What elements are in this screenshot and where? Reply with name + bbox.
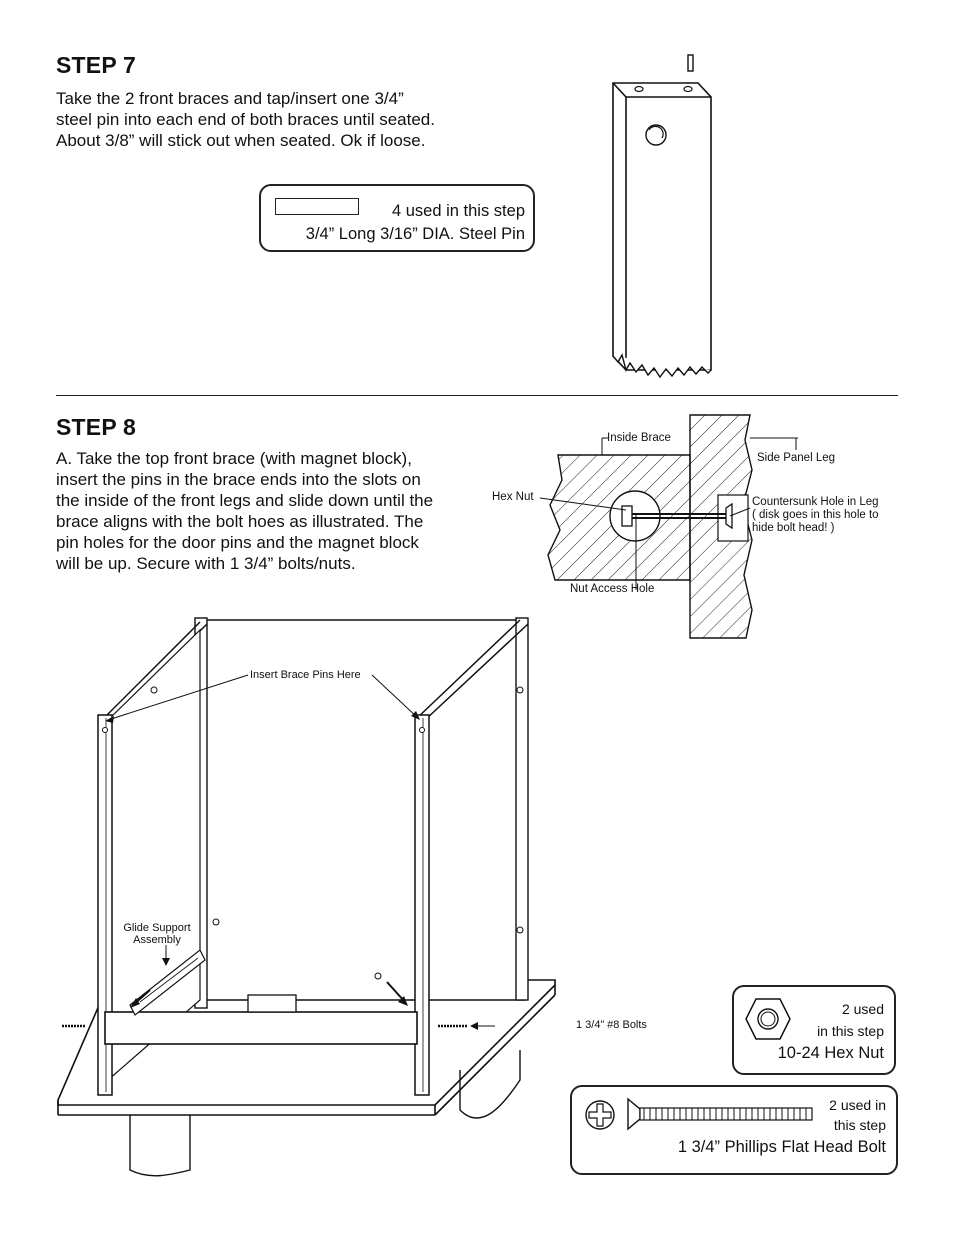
magnet-block [247, 994, 297, 1013]
nut-access-hole-label: Nut Access Hole [570, 583, 655, 595]
step8-line-2: insert the pins in the brace ends into t… [56, 470, 421, 489]
hex-nut-label: Hex Nut [492, 491, 534, 503]
glide-support-assembly [129, 949, 206, 1016]
step8-line-3: the inside of the front legs and slide d… [56, 491, 434, 510]
cabinet-assembly-illustration [57, 617, 556, 1177]
pin-icon [687, 54, 694, 72]
hex-nut-name: 10-24 Hex Nut [777, 1044, 884, 1062]
magnet-hole-icon [645, 124, 667, 146]
glide-support-line-2: Assembly [133, 934, 181, 946]
side-panel-leg-label: Side Panel Leg [757, 452, 836, 464]
step7-line-1: Take the 2 front braces and tap/insert o… [56, 89, 404, 108]
front-left-leg [97, 714, 113, 1096]
steel-pin-count: 4 used in this step [392, 202, 525, 220]
section-divider [56, 395, 898, 396]
glide-support-line-1: Glide Support [123, 922, 191, 934]
bolt-head [725, 502, 733, 530]
bolt-count-2: this step [833, 1117, 886, 1133]
bolts-label: 1 3/4” #8 Bolts [576, 1019, 647, 1031]
step8-line-1: A. Take the top front brace (with magnet… [56, 449, 412, 468]
step8-title: STEP 8 [56, 414, 137, 440]
front-right-leg [414, 714, 430, 1096]
step8-instructions: A. Take the top front brace (with magnet… [56, 448, 496, 574]
hex-nut-count-2: in this step [817, 1023, 884, 1039]
hex-nut-part-box: 2 used in this step 10-24 Hex Nut [732, 985, 896, 1075]
step8-line-5: pin holes for the door pins and the magn… [56, 533, 419, 552]
countersunk-hole-label: Countersunk Hole in Leg ( disk goes in t… [752, 496, 879, 535]
hex-nut-count-1: 2 used [841, 1001, 884, 1017]
steel-pin-part-box: 4 used in this step 3/4” Long 3/16” DIA.… [259, 184, 535, 252]
bolt-part-box: 2 used in this step 1 3/4” Phillips Flat… [570, 1085, 898, 1175]
nut-access-hole [609, 490, 661, 542]
bolt-name: 1 3/4” Phillips Flat Head Bolt [677, 1138, 886, 1156]
front-brace [104, 1011, 418, 1045]
step7-title: STEP 7 [56, 52, 137, 78]
step7-line-3: About 3/8” will stick out when seated. O… [56, 131, 426, 150]
countersunk-line-2: ( disk goes in this hole to [752, 509, 879, 521]
glide-support-label: Glide Support Assembly [115, 922, 199, 946]
steel-pin-name: 3/4” Long 3/16” DIA. Steel Pin [305, 225, 525, 243]
inside-brace-label: Inside Brace [607, 432, 671, 444]
countersunk-line-3: hide bolt head! ) [752, 522, 835, 534]
phillips-head-icon [585, 1100, 615, 1130]
hex-nut-icon [745, 998, 791, 1040]
step8-line-6: will be up. Secure with 1 3/4” bolts/nut… [56, 554, 356, 573]
insert-brace-pins-label: Insert Brace Pins Here [250, 669, 361, 681]
step8-line-4: brace aligns with the bolt hoes as illus… [56, 512, 424, 531]
bolt-icon [627, 1097, 813, 1131]
step7-line-2: steel pin into each end of both braces u… [56, 110, 435, 129]
countersunk-line-1: Countersunk Hole in Leg [752, 496, 879, 508]
bolt-cross-section-detail [539, 414, 798, 639]
front-brace-illustration [612, 54, 712, 379]
steel-pin-icon [275, 198, 359, 215]
bolt-count-1: 2 used in [829, 1097, 886, 1113]
hex-nut [621, 505, 633, 527]
step7-instructions: Take the 2 front braces and tap/insert o… [56, 88, 526, 151]
